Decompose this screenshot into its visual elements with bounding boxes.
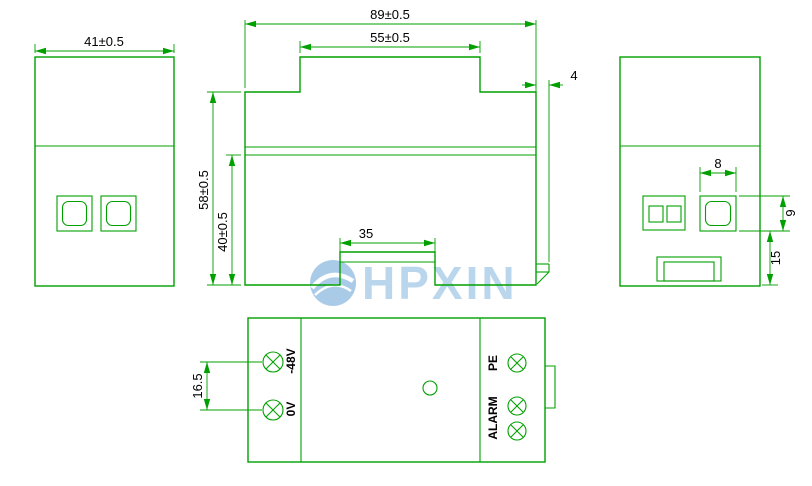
center-hole xyxy=(422,380,438,396)
side-profile-view xyxy=(244,56,550,286)
dim-button-width-text: 8 xyxy=(714,156,721,171)
watermark-logo-icon xyxy=(310,260,356,306)
bottom-side-tab xyxy=(545,365,556,409)
din-clip xyxy=(536,263,550,285)
label-neg48v: -48V xyxy=(284,348,298,373)
screw-0v xyxy=(262,399,284,421)
dim-clip-protrusion: 4 xyxy=(522,68,578,262)
dim-overall-width: 89±0.5 xyxy=(244,7,537,88)
front-button-right xyxy=(100,195,137,232)
dim-body-height: 40±0.5 xyxy=(215,154,241,285)
screw-pe xyxy=(507,353,527,373)
rear-button xyxy=(699,195,737,232)
label-pe: PE xyxy=(486,355,500,371)
watermark: HPXIN xyxy=(310,257,518,309)
dim-overall-width-text: 89±0.5 xyxy=(370,7,410,22)
dim-rail-slot: 35 xyxy=(339,226,436,252)
screw-alarm-1 xyxy=(507,396,527,416)
dim-button-height: 9 xyxy=(739,195,798,232)
dim-button-height-text: 9 xyxy=(783,209,798,216)
label-0v: 0V xyxy=(284,402,298,417)
dim-front-width-text: 41±0.5 xyxy=(84,34,124,49)
dim-clip-protrusion-text: 4 xyxy=(570,68,577,83)
watermark-text: HPXIN xyxy=(362,257,518,309)
dim-overall-height-text: 58±0.5 xyxy=(196,170,211,210)
dim-rail-slot-text: 35 xyxy=(359,226,373,241)
dim-bottom-offset: 15 xyxy=(762,231,783,286)
rear-connector xyxy=(642,195,686,231)
screw-neg48v xyxy=(262,351,284,373)
front-view xyxy=(34,56,175,287)
dim-top-width: 55±0.5 xyxy=(299,30,481,53)
dim-overall-height: 58±0.5 xyxy=(196,91,241,286)
rear-bottom-socket xyxy=(656,256,722,282)
front-button-left xyxy=(56,195,93,232)
bottom-view: -48V 0V PE ALARM xyxy=(247,317,556,463)
dim-terminal-spacing-text: 16.5 xyxy=(190,373,205,398)
dim-button-width: 8 xyxy=(699,156,737,192)
dim-bottom-offset-text: 15 xyxy=(768,251,783,265)
dim-front-width: 41±0.5 xyxy=(34,34,175,55)
label-alarm: ALARM xyxy=(486,396,500,439)
rear-view xyxy=(619,56,761,287)
dim-terminal-spacing: 16.5 xyxy=(190,361,262,411)
dim-top-width-text: 55±0.5 xyxy=(370,30,410,45)
dim-body-height-text: 40±0.5 xyxy=(215,212,230,252)
screw-alarm-2 xyxy=(507,421,527,441)
